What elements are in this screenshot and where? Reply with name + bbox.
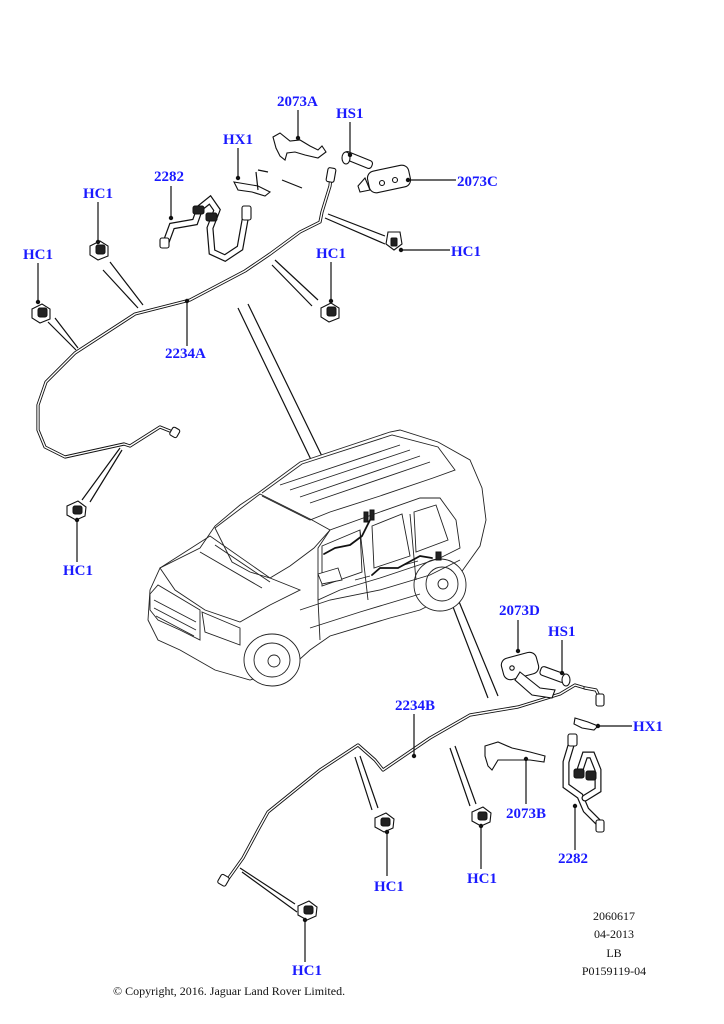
clip-hx1-bot (573, 717, 599, 731)
callout-2073a[interactable]: 2073A (277, 94, 318, 110)
bracket-2073a (272, 132, 327, 161)
screw-hs1-top (341, 151, 374, 169)
callout-2234a[interactable]: 2234A (165, 346, 206, 362)
part-reference: P0159119-04 (581, 964, 647, 978)
brake-hose-2282-bot (562, 733, 605, 833)
clip-hc1-parts (31, 231, 492, 921)
callout-2073b[interactable]: 2073B (506, 806, 547, 822)
callout-hs1-bot[interactable]: HS1 (548, 624, 576, 640)
brake-pipe-2234a (36, 167, 337, 459)
callout-hc1-a[interactable]: HC1 (83, 186, 113, 202)
bracket-2073d (500, 651, 556, 699)
callout-2073d[interactable]: 2073D (499, 603, 540, 619)
callout-2073c[interactable]: 2073C (457, 174, 498, 190)
callout-hc1-d[interactable]: HC1 (451, 244, 481, 260)
illustration-number: 2060617 (593, 909, 635, 923)
callout-hc1-f[interactable]: HC1 (374, 879, 404, 895)
callout-hc1-c[interactable]: HC1 (316, 246, 346, 262)
callout-hc1-b[interactable]: HC1 (23, 247, 53, 263)
callout-hc1-e[interactable]: HC1 (63, 563, 93, 579)
copyright-notice: © Copyright, 2016. Jaguar Land Rover Lim… (113, 984, 346, 998)
clip-hx1-top (233, 169, 303, 197)
vehicle-illustration (147, 429, 487, 687)
callout-2282-top[interactable]: 2282 (154, 169, 184, 185)
callout-hx1-top[interactable]: HX1 (223, 132, 253, 148)
callout-hc1-g[interactable]: HC1 (467, 871, 497, 887)
callout-hx1-bot[interactable]: HX1 (633, 719, 663, 735)
model-code: LB (606, 946, 622, 960)
illustration-date: 04-2013 (594, 927, 634, 941)
callout-leaders (35, 110, 632, 962)
brake-pipe-2234b (217, 683, 605, 887)
bracket-2073b (484, 741, 546, 771)
brake-hose-2282-top (159, 194, 252, 262)
screw-hs1-bot (539, 666, 571, 687)
callout-hc1-h[interactable]: HC1 (292, 963, 322, 979)
callout-2282-bot[interactable]: 2282 (558, 851, 588, 867)
callout-hs1-top[interactable]: HS1 (336, 106, 364, 122)
callout-2234b[interactable]: 2234B (395, 698, 436, 714)
bracket-2073c (357, 164, 412, 194)
